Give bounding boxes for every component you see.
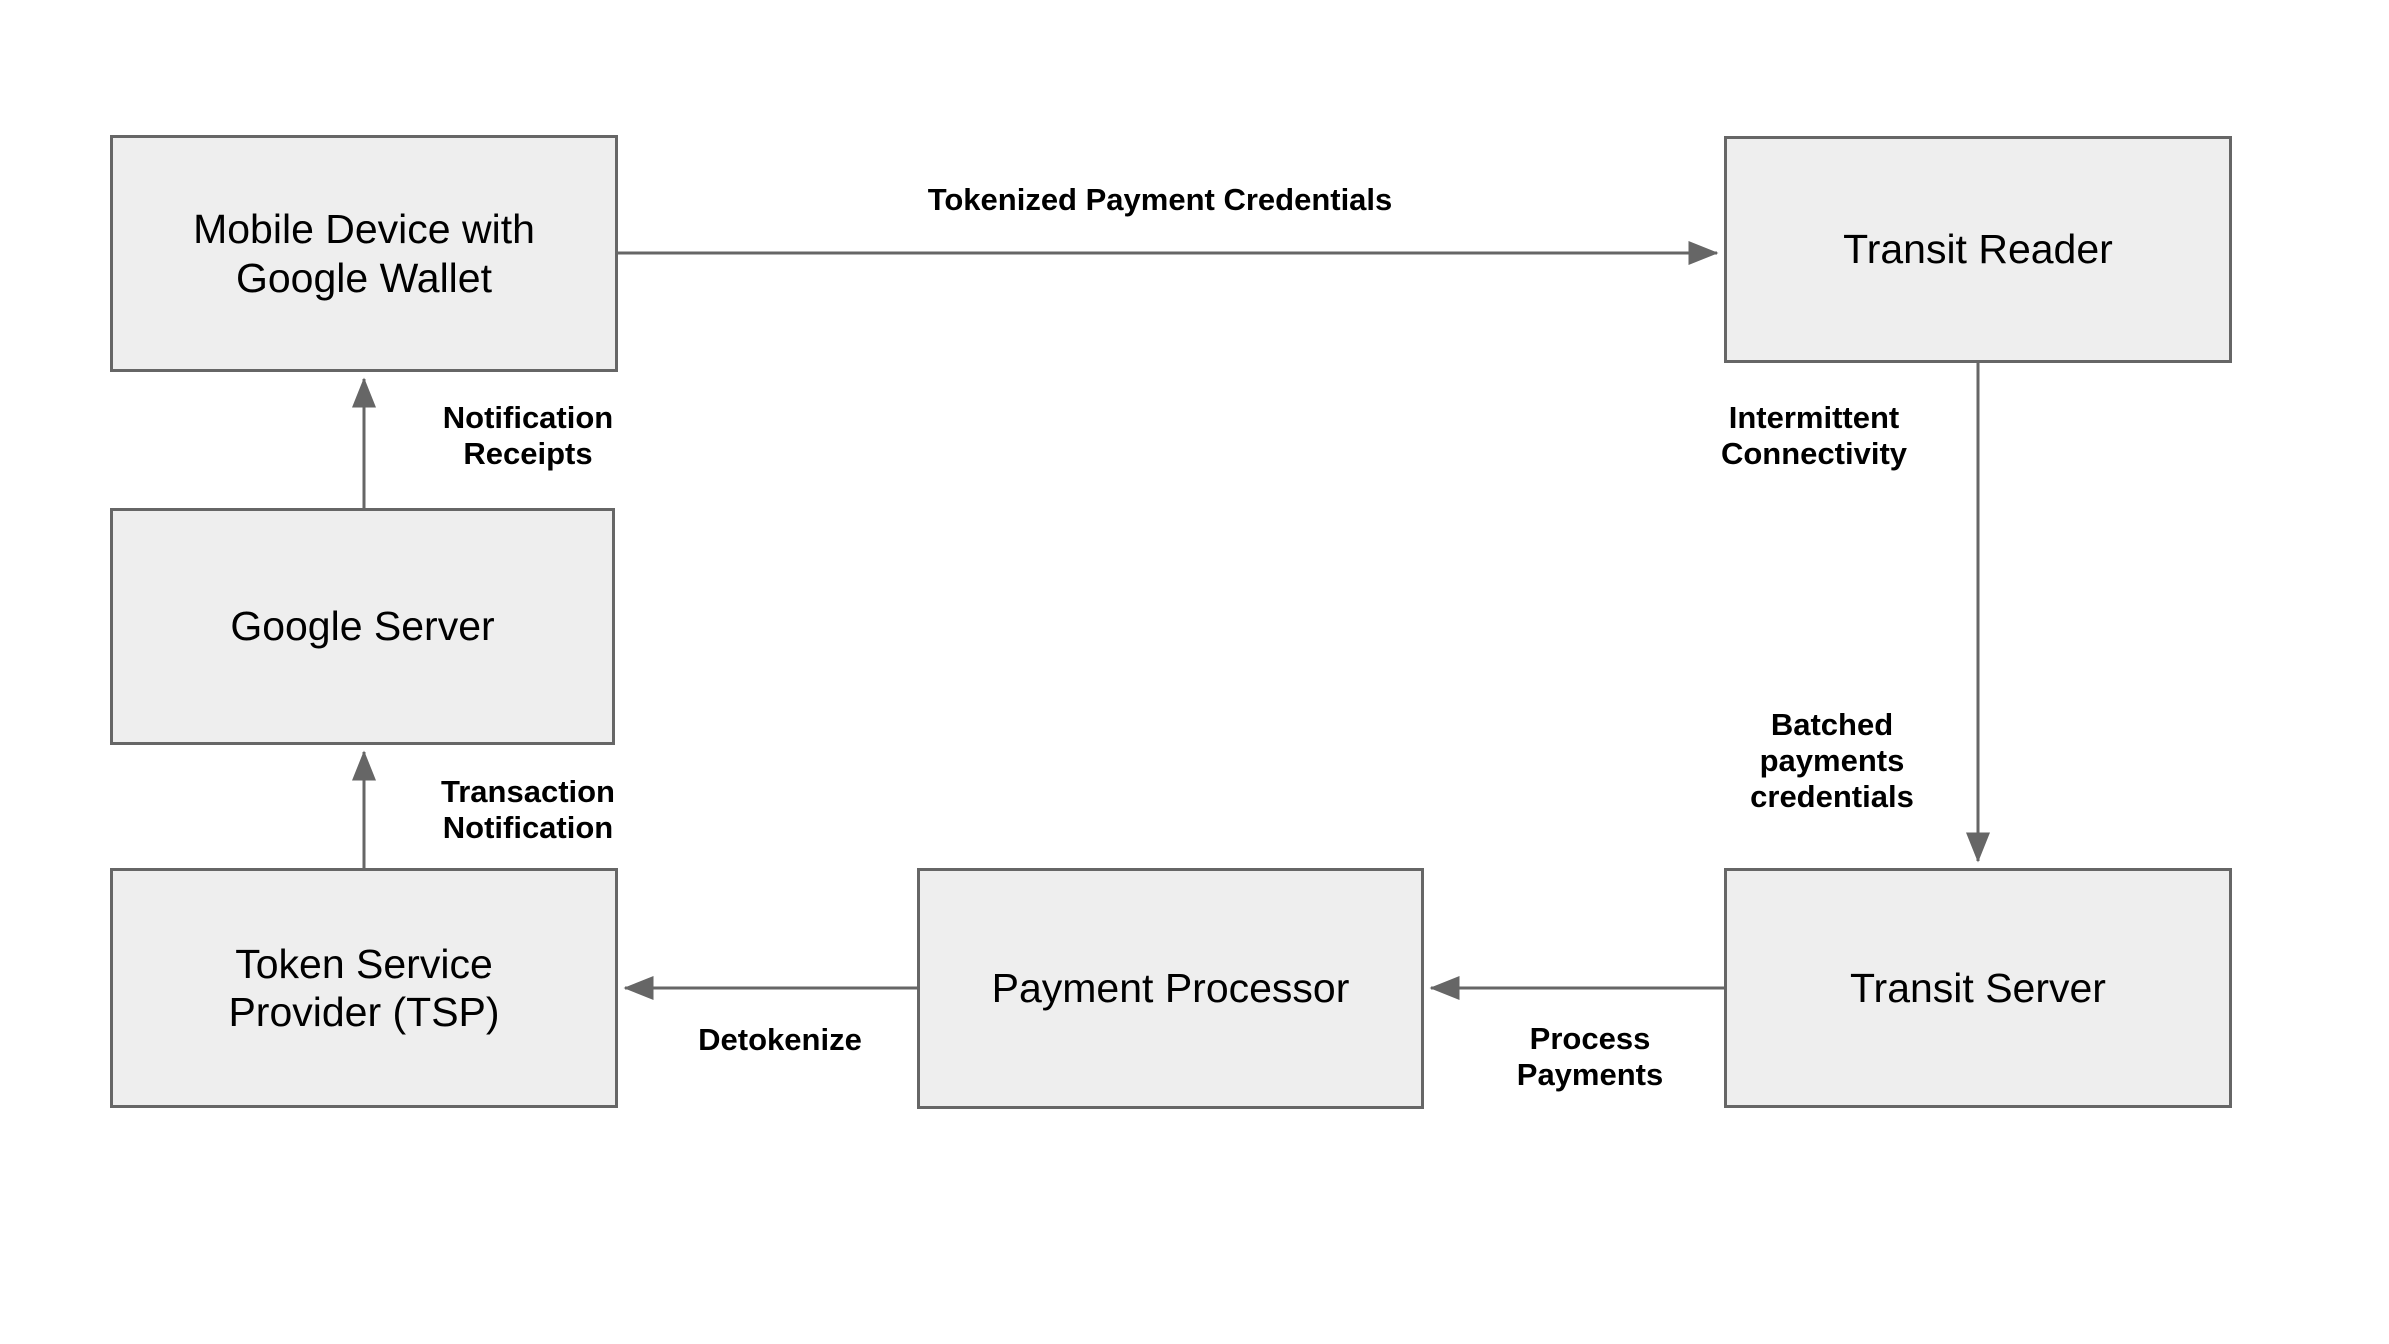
node-label-google-server: Google Server — [230, 603, 495, 650]
node-transit-reader[interactable]: Transit Reader — [1724, 136, 2232, 363]
edge-label-batched-payments-credentials: Batched payments credentials — [1750, 707, 1914, 814]
node-label-mobile-device: Mobile Device with Google Wallet — [193, 206, 535, 301]
edge-label-transaction-notification: Transaction Notification — [441, 774, 615, 845]
edge-label-detokenize: Detokenize — [698, 1022, 862, 1057]
node-label-token-service-provider: Token Service Provider (TSP) — [228, 940, 500, 1035]
node-label-transit-server: Transit Server — [1850, 964, 2106, 1011]
node-mobile-device[interactable]: Mobile Device with Google Wallet — [110, 135, 618, 372]
edge-label-intermittent-connectivity: Intermittent Connectivity — [1720, 400, 1908, 471]
node-transit-server[interactable]: Transit Server — [1724, 868, 2232, 1108]
node-payment-processor[interactable]: Payment Processor — [917, 868, 1424, 1109]
edge-label-tokenized-payment-credentials: Tokenized Payment Credentials — [927, 182, 1393, 217]
node-label-transit-reader: Transit Reader — [1843, 226, 2113, 273]
edge-label-notification-receipts: Notification Receipts — [442, 400, 614, 471]
node-token-service-provider[interactable]: Token Service Provider (TSP) — [110, 868, 618, 1108]
node-label-payment-processor: Payment Processor — [991, 965, 1350, 1012]
edge-label-process-payments: Process Payments — [1516, 1021, 1664, 1092]
node-google-server[interactable]: Google Server — [110, 508, 615, 745]
